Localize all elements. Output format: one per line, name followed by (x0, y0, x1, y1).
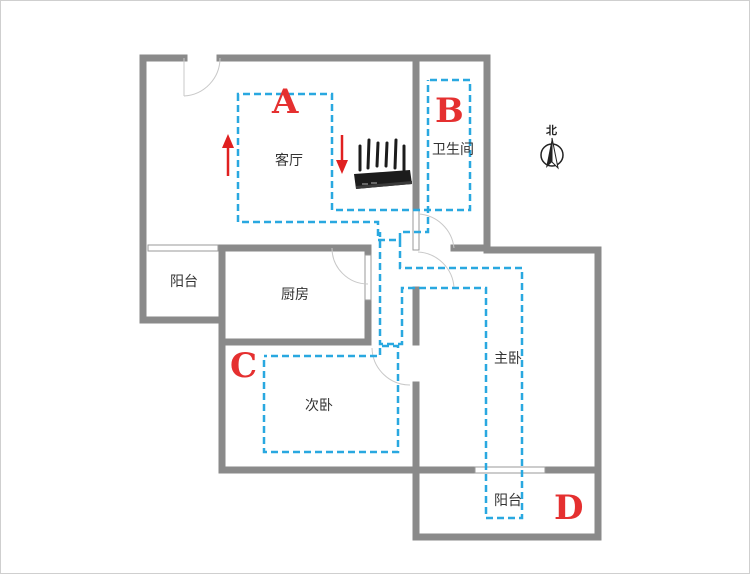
room-bathroom: 卫生间 (432, 142, 474, 158)
window-kitchen-right (364, 254, 372, 301)
compass-label: 北 (546, 123, 557, 137)
window-balcony-west (147, 244, 219, 252)
arrow-down-icon (336, 135, 348, 174)
route-corridor (378, 232, 524, 520)
room-second-bedroom: 次卧 (305, 398, 333, 414)
wifi-router-icon (354, 138, 412, 189)
window-bath-left (412, 209, 420, 251)
door-second (371, 347, 411, 386)
walls (139, 54, 602, 541)
door-master (417, 251, 455, 289)
door-bathroom (417, 213, 455, 249)
room-balcony-west: 阳台 (170, 274, 198, 290)
window-balcony-south (474, 466, 546, 474)
marker-a: A (271, 82, 299, 122)
marker-c: C (230, 346, 257, 386)
room-living-room: 客厅 (275, 152, 303, 169)
signal-route (236, 78, 524, 520)
room-balcony-south: 阳台 (494, 493, 522, 509)
door-kitchen (331, 247, 369, 285)
marker-b: B (435, 91, 464, 131)
marker-d: D (554, 488, 583, 528)
doors (183, 57, 455, 386)
north-compass-icon: 北 (540, 123, 564, 170)
room-master-bedroom: 主卧 (494, 351, 522, 367)
room-kitchen: 厨房 (281, 287, 309, 303)
route-bathroom-loop (426, 78, 472, 212)
door-entry (183, 57, 221, 97)
red-arrow-icon (222, 134, 348, 176)
route-second-bedroom (262, 344, 400, 454)
arrow-up-icon (222, 134, 234, 176)
windows (147, 209, 546, 474)
route-living-loop (236, 92, 430, 242)
